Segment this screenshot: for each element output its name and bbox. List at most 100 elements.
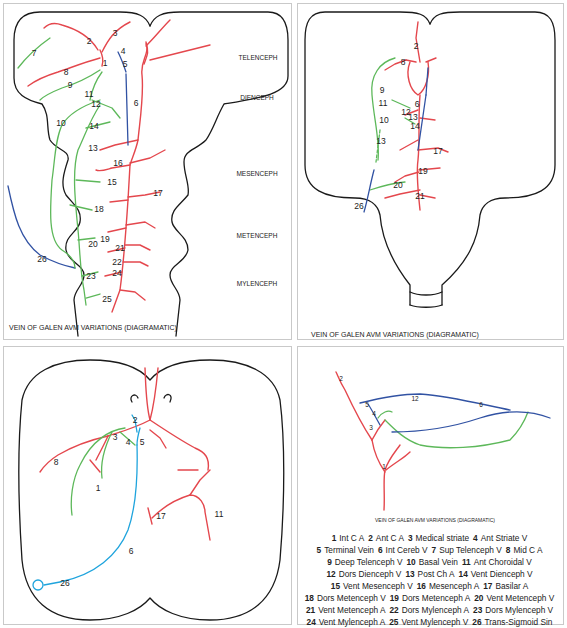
artery bbox=[126, 222, 155, 228]
artery bbox=[146, 20, 170, 46]
artery bbox=[145, 368, 150, 420]
callout-number: 20 bbox=[393, 181, 402, 190]
vein bbox=[70, 205, 92, 210]
vein bbox=[360, 394, 510, 410]
callout-number: 8 bbox=[64, 68, 69, 77]
key-term: Vent Metenceph A bbox=[318, 606, 385, 614]
key-number: 12 bbox=[326, 570, 335, 578]
callout-number: 12 bbox=[91, 100, 100, 109]
callout-number: 20 bbox=[88, 240, 97, 249]
key-term: Ant Choroidal V bbox=[474, 558, 532, 566]
key-term: Dors Metenceph V bbox=[317, 594, 386, 602]
key-term: Mesenceph A bbox=[429, 582, 479, 590]
callout-number: 2 bbox=[133, 416, 138, 425]
callout-number: 11 bbox=[379, 99, 388, 108]
callout-number: 22 bbox=[112, 258, 121, 267]
artery bbox=[123, 262, 148, 266]
key-number: 26 bbox=[472, 618, 481, 626]
artery bbox=[418, 148, 448, 152]
vein bbox=[40, 70, 100, 100]
artery bbox=[44, 24, 98, 50]
key-number: 10 bbox=[406, 558, 415, 566]
diagram-panel: 28911612131014131719202126VEIN OF GALEN … bbox=[297, 3, 564, 340]
callout-number: 6 bbox=[134, 99, 139, 108]
artery bbox=[190, 470, 210, 495]
key-number: 14 bbox=[459, 570, 468, 578]
key-number: 3 bbox=[408, 534, 413, 542]
legend-row: 21Vent Metenceph A22Dors Mylenceph A23Do… bbox=[298, 606, 565, 614]
figure-caption: VEIN OF GALEN AVM VARIATIONS (DIAGRAMATI… bbox=[375, 518, 495, 523]
artery bbox=[125, 245, 150, 250]
diagram-panel: 32TELENCEPH47158911DIENCEPH61210141316ME… bbox=[3, 3, 292, 340]
artery bbox=[108, 228, 126, 232]
artery bbox=[408, 62, 429, 95]
brain-outline bbox=[150, 12, 288, 336]
figure-caption: VEIN OF GALEN AVM VARIATIONS (DIAGRAMATI… bbox=[9, 324, 177, 331]
vein bbox=[18, 38, 50, 68]
artery bbox=[150, 430, 166, 448]
key-term: Ant Striate V bbox=[481, 534, 528, 542]
artery bbox=[96, 436, 108, 460]
callout-number: 2 bbox=[87, 37, 92, 46]
level-label: MESENCEPH bbox=[236, 171, 277, 178]
callout-number: 6 bbox=[129, 547, 134, 556]
key-term: Trans-Sigmoid Sin bbox=[485, 618, 553, 626]
key-number: 18 bbox=[305, 594, 314, 602]
vein bbox=[368, 404, 380, 425]
callout-number: 10 bbox=[379, 116, 388, 125]
key-term: Terminal Vein bbox=[324, 546, 374, 554]
callout-number: 3 bbox=[113, 433, 118, 442]
key-number: 17 bbox=[483, 582, 492, 590]
callout-number: 4 bbox=[121, 47, 126, 56]
callout-number: 3 bbox=[369, 425, 373, 432]
level-label: MYLENCEPH bbox=[237, 281, 277, 288]
artery bbox=[336, 372, 372, 440]
callout-number: 6 bbox=[479, 402, 483, 409]
brain-outline bbox=[164, 395, 171, 402]
brain-outline bbox=[19, 360, 284, 620]
callout-number: 17 bbox=[153, 189, 162, 198]
figure-caption: VEIN OF GALEN AVM VARIATIONS (DIAGRAMATI… bbox=[311, 331, 479, 338]
callout-number: 21 bbox=[415, 192, 424, 201]
artery bbox=[90, 460, 100, 472]
vein bbox=[86, 294, 100, 298]
artery bbox=[426, 58, 436, 62]
key-number: 9 bbox=[327, 558, 332, 566]
vein bbox=[51, 100, 100, 268]
key-number: 13 bbox=[405, 570, 414, 578]
key-number: 25 bbox=[389, 618, 398, 626]
artery bbox=[28, 58, 100, 86]
callout-number: 19 bbox=[100, 235, 109, 244]
key-term: Basal Vein bbox=[419, 558, 458, 566]
venous-sinus bbox=[364, 170, 374, 212]
callout-number: 5 bbox=[123, 60, 128, 69]
legend-row: 1Int C A2Ant C A3Medical striate4Ant Str… bbox=[298, 534, 565, 542]
artery bbox=[112, 42, 147, 312]
artery bbox=[110, 200, 128, 202]
key-term: Basilar A bbox=[495, 582, 528, 590]
artery bbox=[102, 22, 130, 52]
legend-row: 15Vent Mesenceph V16Mesenceph A17Basilar… bbox=[298, 582, 565, 590]
callout-number: 3 bbox=[113, 29, 118, 38]
callout-number: 9 bbox=[68, 81, 73, 90]
key-term: Vent Dienceph V bbox=[471, 570, 533, 578]
callout-number: 26 bbox=[354, 202, 363, 211]
callout-number: 6 bbox=[415, 100, 420, 109]
callout-number: 4 bbox=[372, 411, 376, 418]
callout-number: 26 bbox=[60, 579, 69, 588]
level-label: TELENCEPH bbox=[238, 55, 277, 62]
callout-number: 4 bbox=[126, 438, 131, 447]
key-term: Medical striate bbox=[416, 534, 470, 542]
callout-number: 26 bbox=[37, 255, 46, 264]
callout-number: 18 bbox=[94, 205, 103, 214]
callout-number: 19 bbox=[418, 167, 427, 176]
callout-number: 24 bbox=[112, 269, 121, 278]
level-label: DIENCEPH bbox=[240, 95, 274, 102]
artery bbox=[100, 140, 138, 150]
legend-row: 18Dors Metenceph V19Dors Metenceph A20Ve… bbox=[298, 594, 565, 602]
key-number: 5 bbox=[317, 546, 322, 554]
vein bbox=[426, 68, 428, 95]
key-term: Int Cereb V bbox=[386, 546, 428, 554]
brain-outline bbox=[305, 12, 430, 305]
